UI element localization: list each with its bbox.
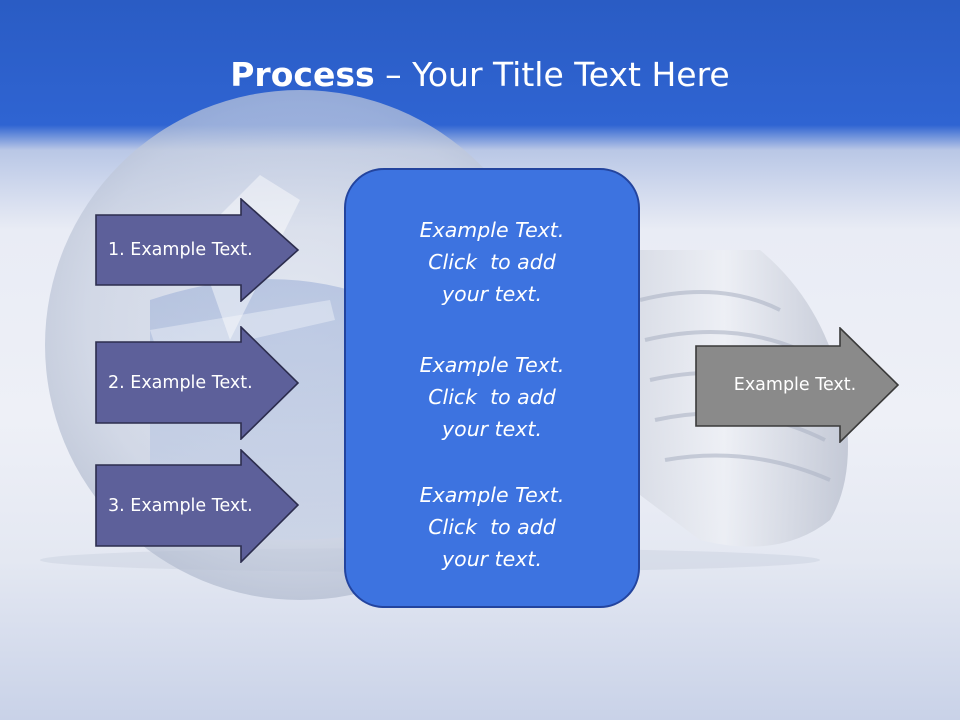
step-arrow-3[interactable]: 3. Example Text. xyxy=(95,449,300,563)
center-line: Click to add xyxy=(428,385,556,409)
slide-title: Process – Your Title Text Here xyxy=(0,52,960,98)
slide-title-bold: Process xyxy=(230,55,375,94)
arrow-shape xyxy=(95,449,300,563)
center-line: your text. xyxy=(442,417,542,441)
center-line: Click to add xyxy=(428,250,556,274)
center-line: Example Text. xyxy=(419,218,565,242)
arrow-shape xyxy=(695,327,900,443)
center-line: Example Text. xyxy=(419,483,565,507)
center-line: Example Text. xyxy=(419,353,565,377)
step-label: 2. Example Text. xyxy=(108,373,253,393)
slide-title-rest: – Your Title Text Here xyxy=(374,55,730,94)
step-arrow-1[interactable]: 1. Example Text. xyxy=(95,198,300,302)
step-label: 1. Example Text. xyxy=(108,240,253,260)
center-line: Click to add xyxy=(428,515,556,539)
step-label: 3. Example Text. xyxy=(108,496,253,516)
center-text-box[interactable]: Example Text. Click to add your text. Ex… xyxy=(344,168,640,608)
arrow-shape xyxy=(95,198,300,302)
center-line: your text. xyxy=(442,547,542,571)
arrow-shape xyxy=(95,326,300,440)
step-arrow-2[interactable]: 2. Example Text. xyxy=(95,326,300,440)
center-text-block-3: Example Text. Click to add your text. xyxy=(346,479,638,575)
center-text-block-2: Example Text. Click to add your text. xyxy=(346,349,638,445)
center-line: your text. xyxy=(442,282,542,306)
center-text-block-1: Example Text. Click to add your text. xyxy=(346,214,638,310)
output-label: Example Text. xyxy=(733,375,857,395)
output-arrow[interactable]: Example Text. xyxy=(695,327,900,443)
